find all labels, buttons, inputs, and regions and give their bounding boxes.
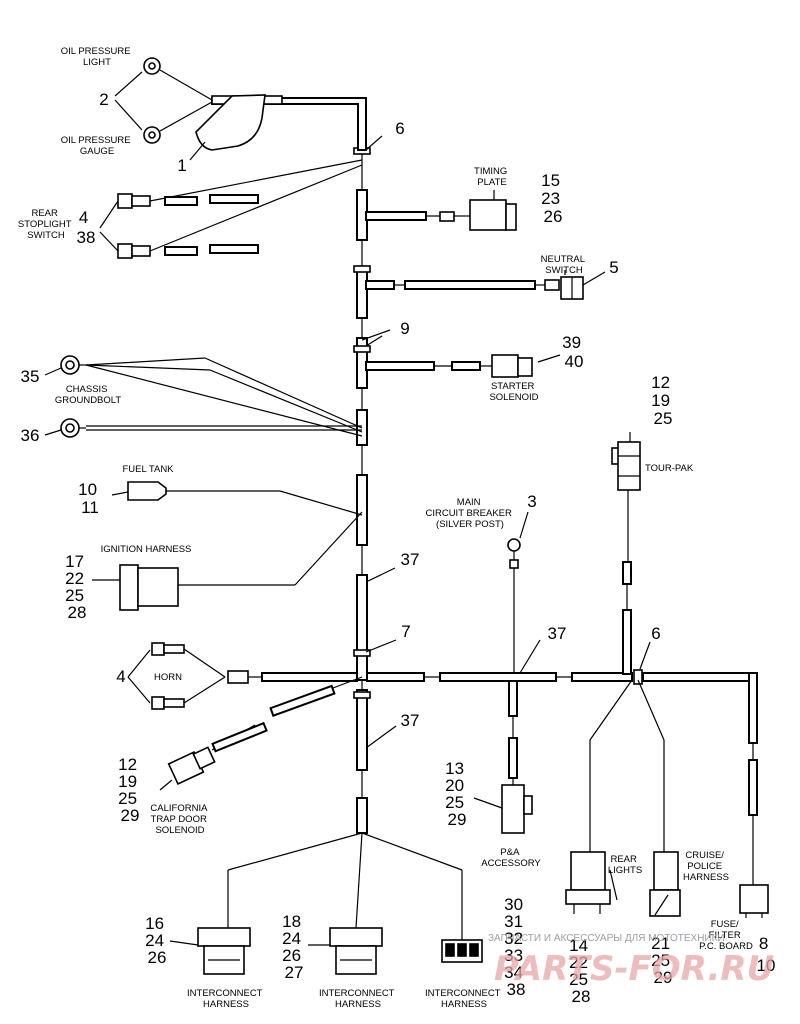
callout-junction-mid: 9 <box>400 319 409 338</box>
callout-fuel-tank: 10 11 <box>78 480 102 517</box>
callout-california: 12 19 25 29 <box>118 755 142 825</box>
callout-timing-plate: 15 23 26 <box>541 171 565 226</box>
chassis-grounds <box>44 355 363 438</box>
label-rear-lights: REAR LIGHTS <box>608 854 642 876</box>
label-fuel-tank: FUEL TANK <box>122 464 174 475</box>
label-chassis-groundbolt: CHASSIS GROUNDBOLT <box>55 384 122 406</box>
callout-trunk-37-b: 37 <box>548 624 567 643</box>
callout-trunk-37-c: 37 <box>401 711 420 730</box>
label-timing-plate: TIMING PLATE <box>474 166 510 188</box>
component-labels: OIL PRESSURE LIGHT OIL PRESSURE GAUGE RE… <box>18 46 753 1010</box>
label-tour-pak: TOUR-PAK <box>645 463 694 474</box>
callout-interconnect-2: 18 24 26 27 <box>282 912 306 982</box>
callout-tour-pak: 12 19 25 <box>651 373 675 428</box>
callout-leaders <box>365 135 651 749</box>
label-main-circuit-breaker: MAIN CIRCUIT BREAKER (SILVER POST) <box>425 497 514 530</box>
tour-pak <box>611 432 641 675</box>
label-neutral-switch: NEUTRAL SWITCH <box>541 254 588 276</box>
label-rear-stoplight-switch: REAR STOPLIGHT SWITCH <box>18 208 74 241</box>
fuel-tank-ignition <box>92 481 363 611</box>
callout-trunk-37-a: 37 <box>401 550 420 569</box>
callout-circuit-breaker: 3 <box>527 492 536 511</box>
neutral-switch <box>365 270 606 300</box>
callout-junction-center: 7 <box>401 622 410 641</box>
circuit-breaker-pa <box>473 511 533 834</box>
label-oil-pressure-light: OIL PRESSURE LIGHT <box>61 46 134 68</box>
watermark-text: ЗАПЧАСТИ И АКСЕССУАРЫ ДЛЯ МОТОТЕХНИКИ <box>488 933 725 944</box>
horizontal-branch <box>366 669 769 918</box>
label-oil-pressure-gauge: OIL PRESSURE GAUGE <box>61 135 134 157</box>
callout-interconnect-3: 30 31 32 33 34 38 <box>504 895 528 999</box>
label-fuse-filter-pc-board: FUSE/ FILTER P.C. BOARD <box>699 919 753 952</box>
callout-starter: 39 40 <box>562 333 586 371</box>
label-california-trap-door-solenoid: CALIFORNIA TRAP DOOR SOLENOID <box>150 803 209 836</box>
horn-california <box>127 642 363 791</box>
callout-interconnect-1: 16 24 26 <box>145 914 169 967</box>
label-pa-accessory: P&A ACCESSORY <box>481 847 541 869</box>
label-interconnect-harness-1: INTERCONNECT HARNESS <box>187 988 265 1010</box>
callout-cruise: 21 25 29 <box>651 934 675 987</box>
label-interconnect-harness-3: INTERCONNECT HARNESS <box>425 988 503 1010</box>
callout-ground-36: 36 <box>21 426 40 445</box>
callout-numbers: 2 1 6 4 38 15 23 26 5 9 39 40 35 <box>21 90 776 1006</box>
callout-junction-top: 6 <box>395 119 404 138</box>
rear-stoplight-switch <box>99 159 363 259</box>
callout-rear-lights: 14 22 25 28 <box>569 936 593 1006</box>
callout-neutral-switch: 5 <box>609 258 618 277</box>
callout-fuse-board: 8 10 <box>757 934 776 975</box>
label-cruise-police-harness: CRUISE/ POLICE HARNESS <box>683 850 729 883</box>
callout-ignition: 17 22 25 28 <box>65 552 89 622</box>
label-ignition-harness: IGNITION HARNESS <box>101 544 192 555</box>
callout-pa-accessory: 13 20 25 29 <box>445 759 469 829</box>
watermark-logo: PARTS-FOR.RU <box>494 949 774 989</box>
watermark: ЗАПЧАСТИ И АКСЕССУАРЫ ДЛЯ МОТОТЕХНИКИ PA… <box>488 933 774 989</box>
oil-pressure-group <box>114 57 367 161</box>
label-horn: HORN <box>154 672 182 683</box>
interconnect-harnesses <box>169 832 483 975</box>
callout-indicator-bracket: 1 <box>177 156 186 175</box>
callout-horn: 4 <box>116 667 125 686</box>
callout-oil-pressure: 2 <box>99 90 108 109</box>
callout-junction-right: 6 <box>651 624 660 643</box>
timing-plate <box>365 190 517 231</box>
callout-rear-stoplight: 4 38 <box>77 208 96 247</box>
main-trunk <box>353 100 371 834</box>
label-interconnect-harness-2: INTERCONNECT HARNESS <box>319 988 397 1010</box>
callout-ground-35: 35 <box>21 367 40 386</box>
label-starter-solenoid: STARTER SOLENOID <box>489 381 538 403</box>
starter-solenoid <box>361 329 561 378</box>
rear-lights-cruise <box>565 679 681 917</box>
